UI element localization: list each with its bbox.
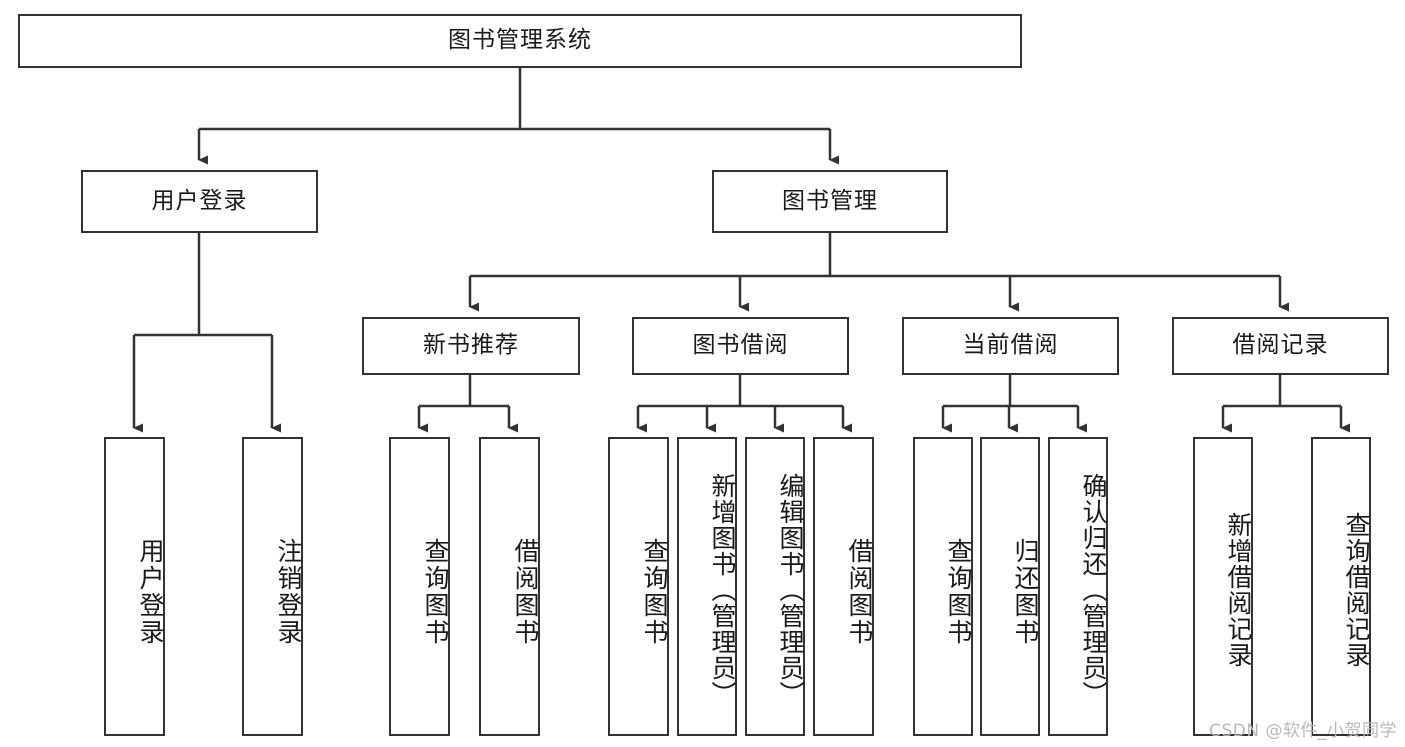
node-label: 归还图书 [1011,537,1040,646]
leaf-borrow-record-query[interactable]: 查询借阅记录 [1311,437,1371,736]
node-book-borrow[interactable]: 图书借阅 [632,317,849,375]
node-label: 确认归还（管理员） [1079,472,1108,707]
node-label: 查询图书 [944,537,973,646]
node-label: 图书管理 [782,187,878,214]
node-book-management[interactable]: 图书管理 [712,170,948,233]
leaf-user-login-logout[interactable]: 注销登录 [242,437,303,736]
node-label: 查询图书 [640,537,669,646]
node-label: 新增借阅记录 [1224,511,1253,668]
watermark: CSDN @软件_小贺同学 [1209,721,1397,741]
node-label: 用户登录 [151,187,248,214]
leaf-borrow-record-add[interactable]: 新增借阅记录 [1193,437,1253,736]
node-label: 图书管理系统 [448,27,592,54]
leaf-user-login-login[interactable]: 用户登录 [104,437,165,736]
node-borrow-record[interactable]: 借阅记录 [1172,317,1389,375]
node-label: 用户登录 [136,537,165,646]
leaf-book-borrow-query[interactable]: 查询图书 [608,437,669,736]
leaf-current-borrow-query[interactable]: 查询图书 [913,437,973,736]
node-new-book-recommend[interactable]: 新书推荐 [362,317,580,375]
leaf-book-borrow-borrow[interactable]: 借阅图书 [813,437,874,736]
node-label: 新书推荐 [423,332,519,359]
leaf-book-borrow-add[interactable]: 新增图书（管理员） [677,437,737,736]
node-label: 查询借阅记录 [1342,511,1371,668]
leaf-current-borrow-return[interactable]: 归还图书 [980,437,1040,736]
leaf-new-book-borrow[interactable]: 借阅图书 [479,437,540,736]
node-label: 借阅记录 [1232,332,1329,359]
leaf-current-borrow-confirm-return[interactable]: 确认归还（管理员） [1048,437,1108,736]
leaf-book-borrow-edit[interactable]: 编辑图书（管理员） [745,437,805,736]
node-label: 新增图书（管理员） [708,472,737,707]
node-label: 当前借阅 [962,332,1059,359]
node-label: 借阅图书 [845,537,874,646]
node-label: 注销登录 [274,537,303,646]
node-current-borrow[interactable]: 当前借阅 [902,317,1119,375]
node-label: 图书借阅 [692,332,789,359]
node-label: 编辑图书（管理员） [776,472,805,707]
node-label: 查询图书 [421,537,450,646]
node-user-login[interactable]: 用户登录 [81,170,318,233]
leaf-new-book-query[interactable]: 查询图书 [389,437,450,736]
node-root-book-management-system[interactable]: 图书管理系统 [18,14,1022,68]
node-label: 借阅图书 [511,537,540,646]
